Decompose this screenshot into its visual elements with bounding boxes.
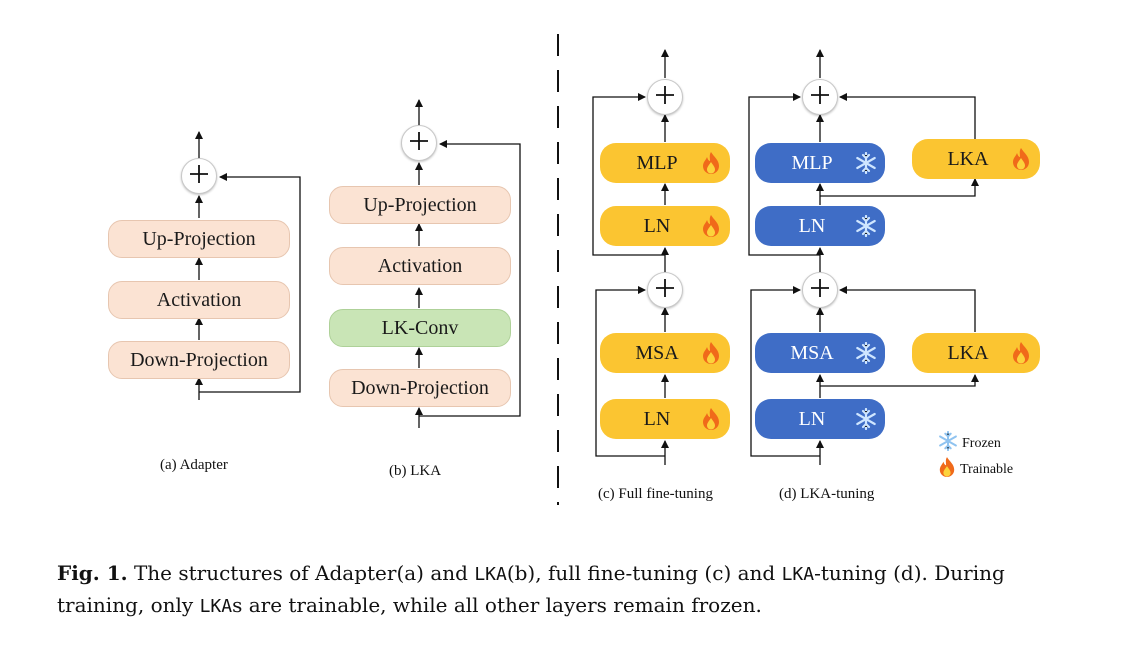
caption-text: -tuning (d). During training, only [57, 561, 1005, 617]
flame-icon [938, 456, 956, 483]
flame-icon [700, 340, 722, 366]
block-label: MLP [791, 151, 833, 174]
up-projection-block: Up-Projection [329, 186, 511, 224]
plus-circle-icon [654, 84, 676, 111]
figure-label: Fig. 1. [57, 561, 128, 585]
mlp-block: MLP [755, 143, 885, 183]
block-label: LKA [947, 147, 989, 170]
plus-circle-icon [809, 84, 831, 111]
connector-lines [195, 34, 979, 505]
block-label: Up-Projection [363, 193, 477, 216]
sum-node [802, 79, 838, 115]
block-label: LK-Conv [381, 316, 459, 339]
figure: Up-Projection Activation Down-Projection… [108, 34, 1040, 505]
plus-circle-icon [408, 130, 430, 157]
ln-block: LN [600, 399, 730, 439]
flame-icon [700, 406, 722, 432]
sum-node [401, 125, 437, 161]
legend-frozen: Frozen [938, 430, 1001, 456]
block-label: Up-Projection [142, 227, 256, 250]
snowflake-icon [855, 340, 877, 366]
caption-code: LKA [199, 596, 233, 617]
panel-caption: (a) Adapter [160, 457, 228, 473]
block-label: MSA [790, 341, 834, 364]
block-label: LN [643, 214, 671, 237]
flame-icon [700, 150, 722, 176]
block-label: LN [798, 407, 826, 430]
legend-label: Frozen [962, 435, 1001, 451]
snowflake-icon [855, 213, 877, 239]
lka-side-block: LKA [912, 139, 1040, 179]
mlp-block: MLP [600, 143, 730, 183]
plus-circle-icon [809, 277, 831, 304]
block-label: MLP [636, 151, 678, 174]
ln-block: LN [755, 399, 885, 439]
legend-trainable: Trainable [938, 456, 1013, 483]
caption-text: The structures of Adapter(a) and [127, 561, 475, 585]
panel-caption: (c) Full fine-tuning [598, 486, 713, 502]
panel-caption: (d) LKA-tuning [779, 486, 875, 502]
lka-side-block: LKA [912, 333, 1040, 373]
ln-block: LN [600, 206, 730, 246]
legend-label: Trainable [960, 461, 1014, 477]
flame-icon [1010, 146, 1032, 172]
up-projection-block: Up-Projection [108, 220, 290, 258]
block-label: Down-Projection [130, 348, 268, 371]
down-projection-block: Down-Projection [108, 341, 290, 379]
figure-caption: Fig. 1. The structures of Adapter(a) and… [57, 558, 1097, 622]
snowflake-icon [855, 150, 877, 176]
sum-node [181, 158, 217, 194]
sum-node [802, 272, 838, 308]
caption-code: LKA [474, 564, 507, 585]
block-label: LN [798, 214, 826, 237]
snowflake-icon [855, 406, 877, 432]
sum-node [647, 272, 683, 308]
flame-icon [1010, 340, 1032, 366]
activation-block: Activation [329, 247, 511, 285]
snowflake-icon [938, 430, 958, 456]
activation-block: Activation [108, 281, 290, 319]
panel-caption: (b) LKA [389, 463, 442, 479]
down-projection-block: Down-Projection [329, 369, 511, 407]
flame-icon [700, 213, 722, 239]
msa-block: MSA [600, 333, 730, 373]
plus-circle-icon [654, 277, 676, 304]
block-label: Down-Projection [351, 376, 489, 399]
caption-text: s are trainable, while all other layers … [232, 593, 762, 617]
lk-conv-block: LK-Conv [329, 309, 511, 347]
block-label: MSA [635, 341, 679, 364]
block-label: LKA [947, 341, 989, 364]
block-label: Activation [156, 288, 242, 311]
block-label: Activation [377, 254, 463, 277]
msa-block: MSA [755, 333, 885, 373]
plus-circle-icon [188, 163, 210, 190]
ln-block: LN [755, 206, 885, 246]
caption-code: LKA [781, 564, 815, 585]
caption-text: (b), full fine-tuning (c) and [506, 561, 782, 585]
block-label: LN [643, 407, 671, 430]
sum-node [647, 79, 683, 115]
